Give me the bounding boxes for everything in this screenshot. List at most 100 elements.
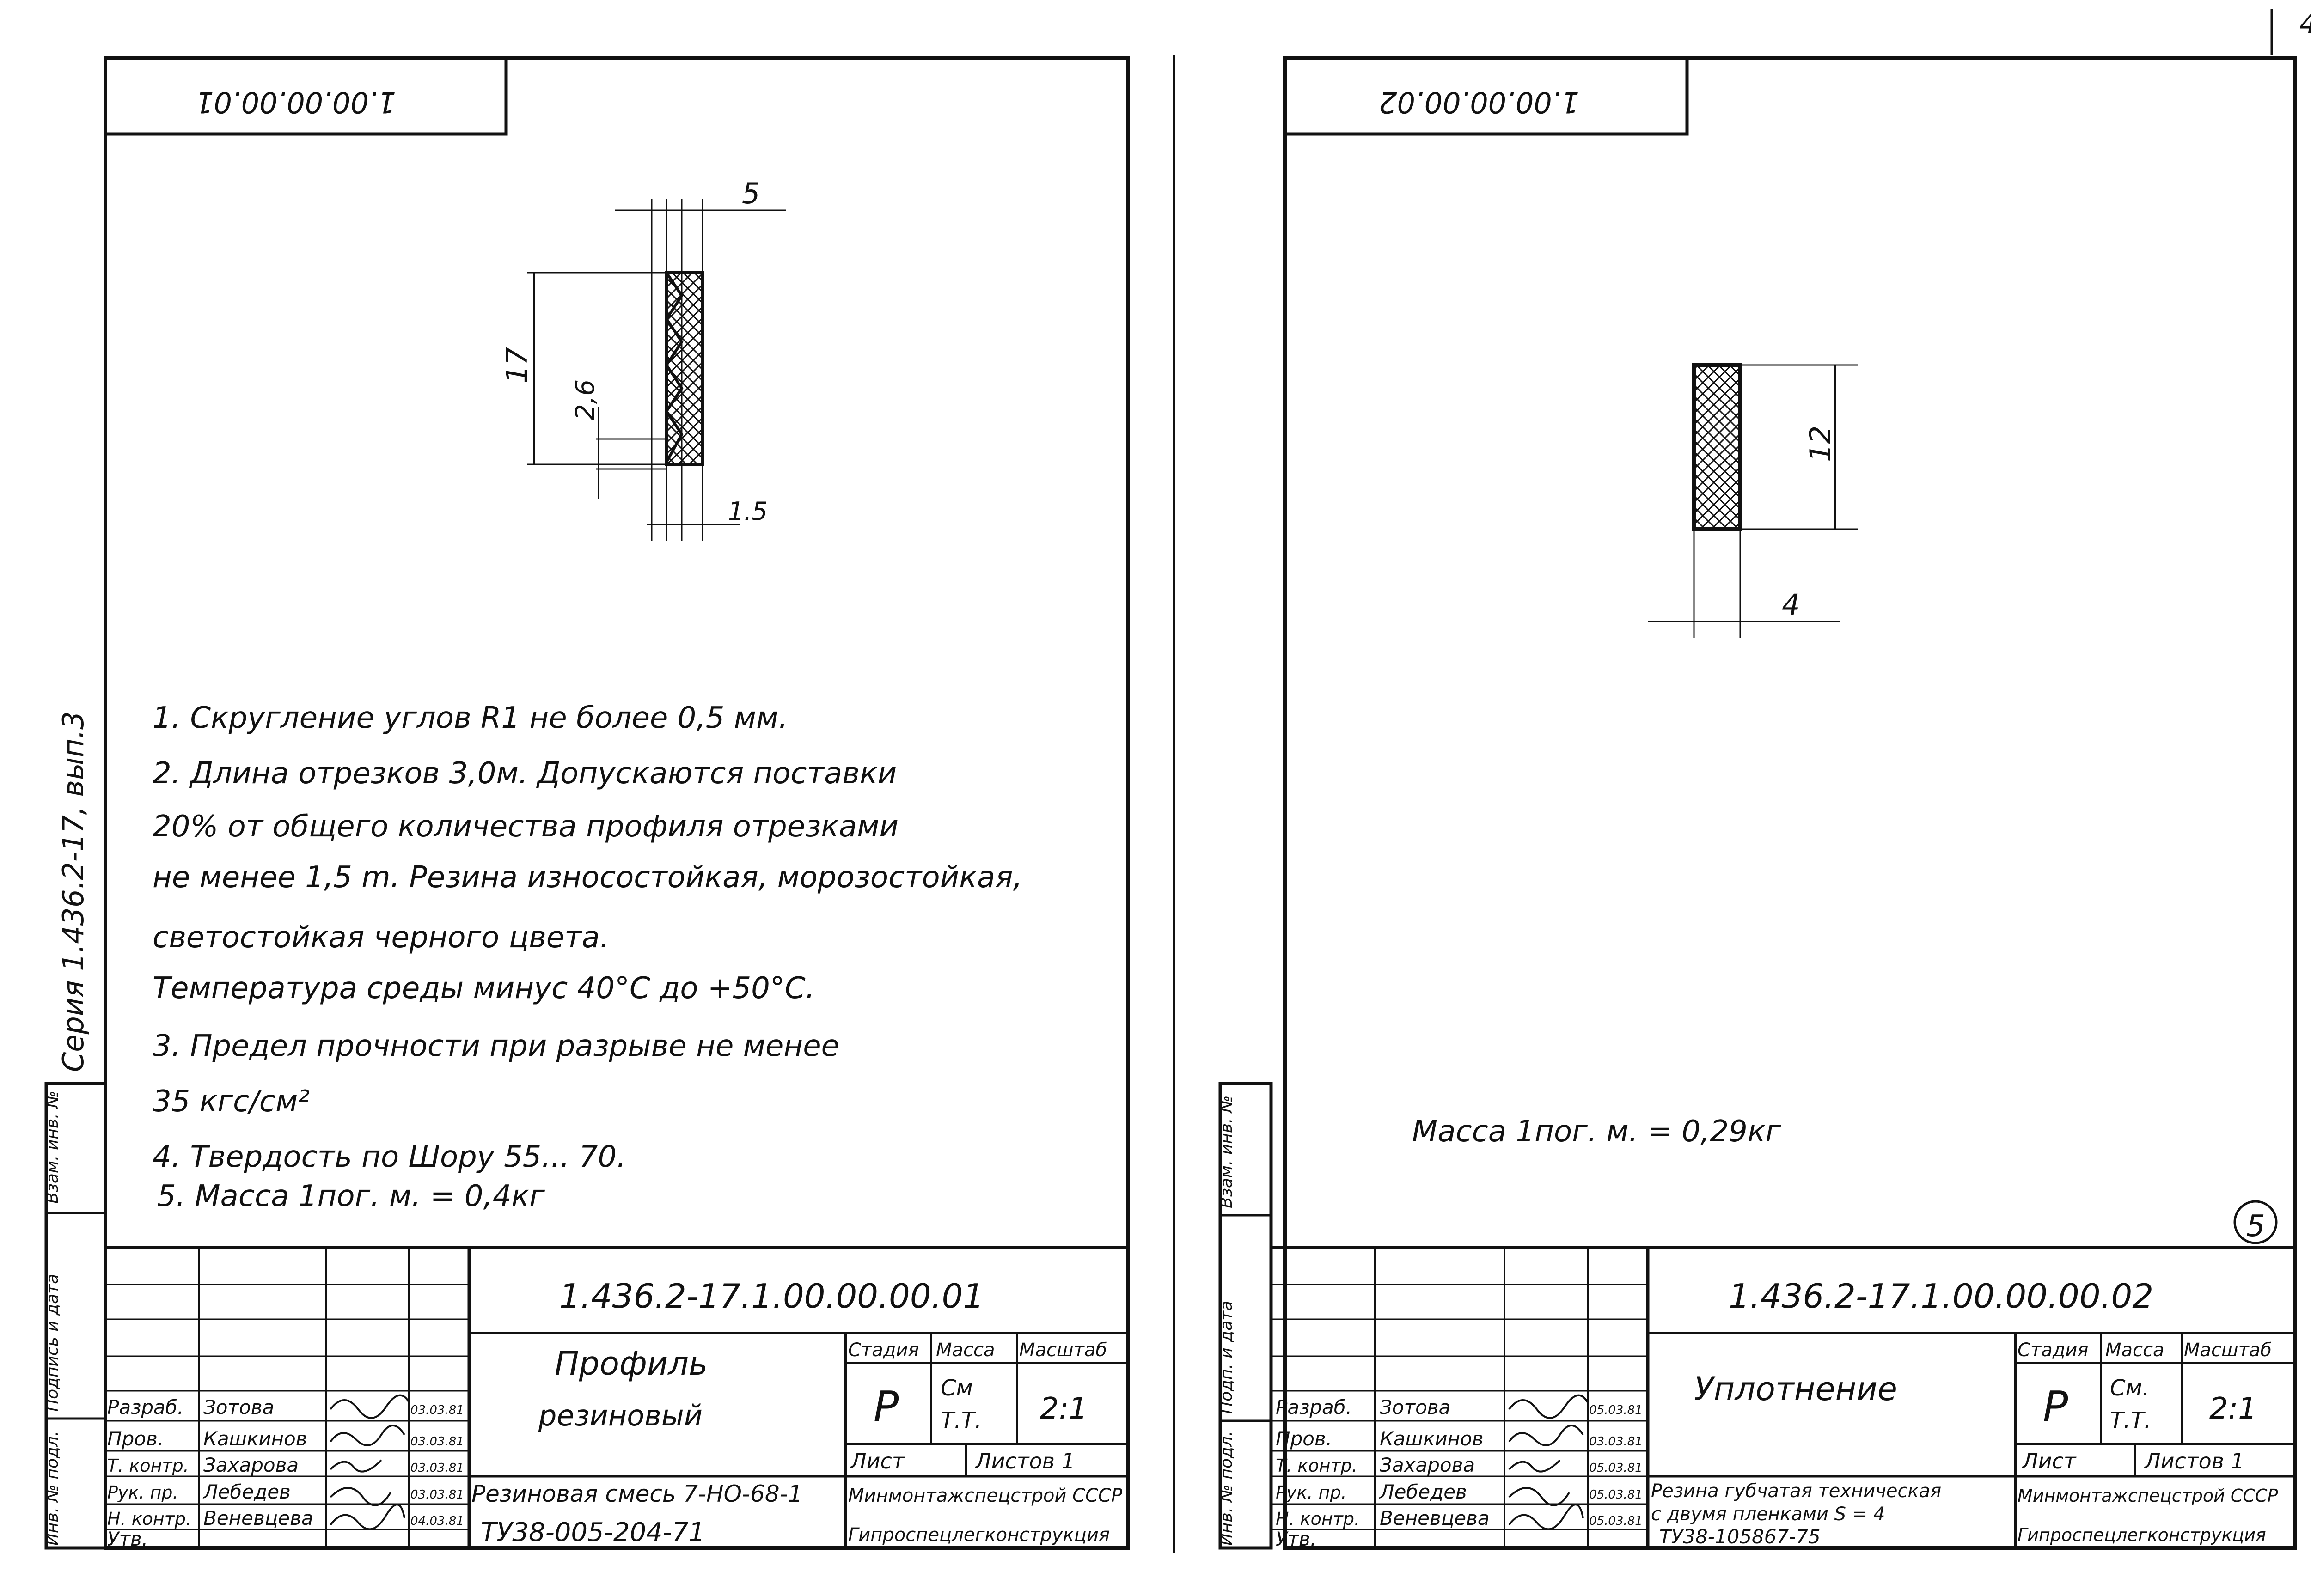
sheet1-mass-2: Т.Т. xyxy=(941,1407,982,1433)
sheet2-title-block: Разраб. Зотова 05.03.81 Пров. Кашкинов 0… xyxy=(1271,1246,2295,1550)
sheet1-hdr-scale: Масштаб xyxy=(1019,1340,1107,1361)
sheet-1: 1.00.00.00.01 Серия 1.436.2-17, вып.3 Вз… xyxy=(43,56,1130,1550)
note-line: 20% от общего количества профиля отрезка… xyxy=(153,810,899,844)
sheet2-vzam-label: Взам. инв. № xyxy=(1217,1096,1236,1208)
sheet1-vzam-label: Взам. инв. № xyxy=(43,1091,62,1204)
sheet1-podpis-label: Подпись и дата xyxy=(43,1274,62,1412)
dim-height: 17 xyxy=(500,347,534,384)
role-date: 03.03.81 xyxy=(410,1461,464,1475)
sheet1-name-line1: Профиль xyxy=(555,1345,708,1383)
sheet1-sheet-label: Лист xyxy=(850,1449,905,1474)
note-line: 3. Предел прочности при разрыве не менее xyxy=(153,1029,839,1063)
note-line: светостойкая черного цвета. xyxy=(153,920,609,955)
sheet2-material-3: ТУ38-105867-75 xyxy=(1659,1525,1821,1548)
sheet1-material-2: ТУ38-005-204-71 xyxy=(481,1517,705,1547)
sheet2-podpis-label: Подп. и дата xyxy=(1217,1301,1236,1414)
dim-seal-width: 4 xyxy=(1782,588,1800,621)
sheet2-stage: Р xyxy=(2043,1383,2068,1431)
role-label: Пров. xyxy=(1276,1427,1332,1450)
sheet2-name-line1: Уплотнение xyxy=(1694,1370,1897,1408)
role-name: Зотова xyxy=(1380,1396,1450,1419)
sheet1-name-line2: резиновый xyxy=(538,1399,703,1432)
sheet2-org-2: Гипроспецлегконструкция xyxy=(2018,1525,2266,1545)
sheet2-mass-2: Т.Т. xyxy=(2110,1407,2151,1433)
role-name: Веневцева xyxy=(203,1507,313,1529)
sheet1-notes: 1. Скругление углов R1 не более 0,5 мм. … xyxy=(153,701,1022,1213)
sheet2-material-1: Резина губчатая техническая xyxy=(1651,1480,1941,1502)
sheet1-stage: Р xyxy=(874,1383,899,1431)
dim-base: 1.5 xyxy=(728,497,768,526)
sheet1-signatures xyxy=(330,1394,410,1530)
sheet1-scale: 2:1 xyxy=(1040,1392,1088,1426)
sheet2-designation: 1.436.2-17.1.00.00.00.02 xyxy=(1729,1277,2153,1316)
sheet1-inv-label: Инв. № подл. xyxy=(43,1431,62,1546)
role-label: Рук. пр. xyxy=(1276,1482,1347,1503)
sheet2-material-2: с двумя пленками S = 4 xyxy=(1651,1504,1885,1525)
role-label: Рук. пр. xyxy=(107,1482,178,1503)
sheet2-top-code: 1.00.00.00.02 xyxy=(1379,85,1579,119)
sheet2-signatures xyxy=(1508,1394,1589,1530)
sheet1-side-strip: Серия 1.436.2-17, вып.3 Взам. инв. № Под… xyxy=(43,711,107,1550)
sheet-2: 1.00.00.00.02 Взам. инв. № Подп. и дата … xyxy=(1217,56,2297,1550)
note-line: 2. Длина отрезков 3,0м. Допускаются пост… xyxy=(153,756,897,791)
sheet2-mass-1: См. xyxy=(2110,1375,2149,1401)
sheet1-org-1: Минмонтажспецстрой СССР xyxy=(848,1485,1123,1506)
sheet1-series-label: Серия 1.436.2-17, вып.3 xyxy=(56,711,90,1072)
role-name: Лебедев xyxy=(202,1480,291,1503)
sheet2-scale: 2:1 xyxy=(2209,1392,2257,1426)
note-line: не менее 1,5 m. Резина износостойкая, мо… xyxy=(153,860,1022,895)
role-name: Захарова xyxy=(203,1454,299,1476)
note-line: 5. Масса 1пог. м. = 0,4кг xyxy=(157,1179,545,1213)
role-label: Т. контр. xyxy=(107,1456,189,1476)
role-name: Кашкинов xyxy=(203,1427,307,1450)
role-date: 03.03.81 xyxy=(410,1403,464,1417)
sheet1-designation: 1.436.2-17.1.00.00.00.01 xyxy=(559,1277,984,1316)
role-label: Н. контр. xyxy=(1276,1509,1360,1529)
role-date: 03.03.81 xyxy=(410,1488,464,1502)
sheet2-inv-label: Инв. № подл. xyxy=(1217,1431,1236,1546)
sheet1-profile-drawing: 5 17 2,6 1.5 xyxy=(500,177,786,541)
role-date: 03.03.81 xyxy=(1589,1435,1643,1449)
sheet1-mass-1: См xyxy=(941,1375,973,1401)
dim-thickness: 5 xyxy=(742,177,760,210)
role-label: Т. контр. xyxy=(1276,1456,1357,1476)
dim-seal-height: 12 xyxy=(1804,426,1837,462)
sheet1-title-block: Разраб. Зотова 03.03.81 Пров. Кашкинов 0… xyxy=(105,1246,1128,1550)
role-name: Захарова xyxy=(1380,1454,1475,1476)
role-date: 04.03.81 xyxy=(410,1514,464,1528)
sheet2-hdr-mass: Масса xyxy=(2105,1340,2164,1361)
sheet2-hdr-stage: Стадия xyxy=(2018,1340,2088,1361)
sheet2-mass-note: Масса 1пог. м. = 0,29кг xyxy=(1412,1115,1781,1149)
role-label: Разраб. xyxy=(107,1396,183,1419)
role-name: Веневцева xyxy=(1380,1507,1490,1529)
role-name: Зотова xyxy=(203,1396,274,1419)
role-label: Разраб. xyxy=(1276,1396,1352,1419)
role-date: 05.03.81 xyxy=(1589,1461,1643,1475)
note-line: 4. Твердость по Шору 55... 70. xyxy=(153,1140,626,1174)
sheet1-hdr-mass: Масса xyxy=(936,1340,995,1361)
sheet2-seal-drawing: 12 4 xyxy=(1648,363,1858,638)
sheet2-sheet-label: Лист xyxy=(2021,1449,2077,1474)
role-date: 03.03.81 xyxy=(410,1435,464,1449)
role-label: Утв. xyxy=(107,1528,148,1550)
role-label: Пров. xyxy=(107,1427,164,1450)
sheet2-sheets-label: Листов 1 xyxy=(2144,1449,2244,1474)
sheet1-org-2: Гипроспецлегконструкция xyxy=(848,1524,1110,1546)
role-date: 05.03.81 xyxy=(1589,1403,1643,1417)
note-line: Температура среды минус 40°C до +50°C. xyxy=(153,971,815,1005)
sheet2-side-strip: Взам. инв. № Подп. и дата Инв. № подл. xyxy=(1217,1082,1273,1550)
sheet2-hdr-scale: Масштаб xyxy=(2184,1340,2272,1361)
role-name: Лебедев xyxy=(1379,1480,1467,1503)
sheet1-top-code: 1.00.00.00.01 xyxy=(196,85,396,119)
role-label: Утв. xyxy=(1276,1528,1316,1550)
dim-tooth: 2,6 xyxy=(570,379,600,420)
role-date: 05.03.81 xyxy=(1589,1514,1643,1528)
note-line: 35 кгс/см² xyxy=(153,1084,310,1119)
sheet1-sheets-label: Листов 1 xyxy=(974,1449,1075,1474)
sheet2-circled-number: 5 xyxy=(2246,1209,2265,1243)
sheet2-org-1: Минмонтажспецстрой СССР xyxy=(2018,1486,2278,1506)
role-name: Кашкинов xyxy=(1380,1427,1484,1450)
note-line: 1. Скругление углов R1 не более 0,5 мм. xyxy=(153,701,788,735)
sheet1-hdr-stage: Стадия xyxy=(848,1340,919,1361)
